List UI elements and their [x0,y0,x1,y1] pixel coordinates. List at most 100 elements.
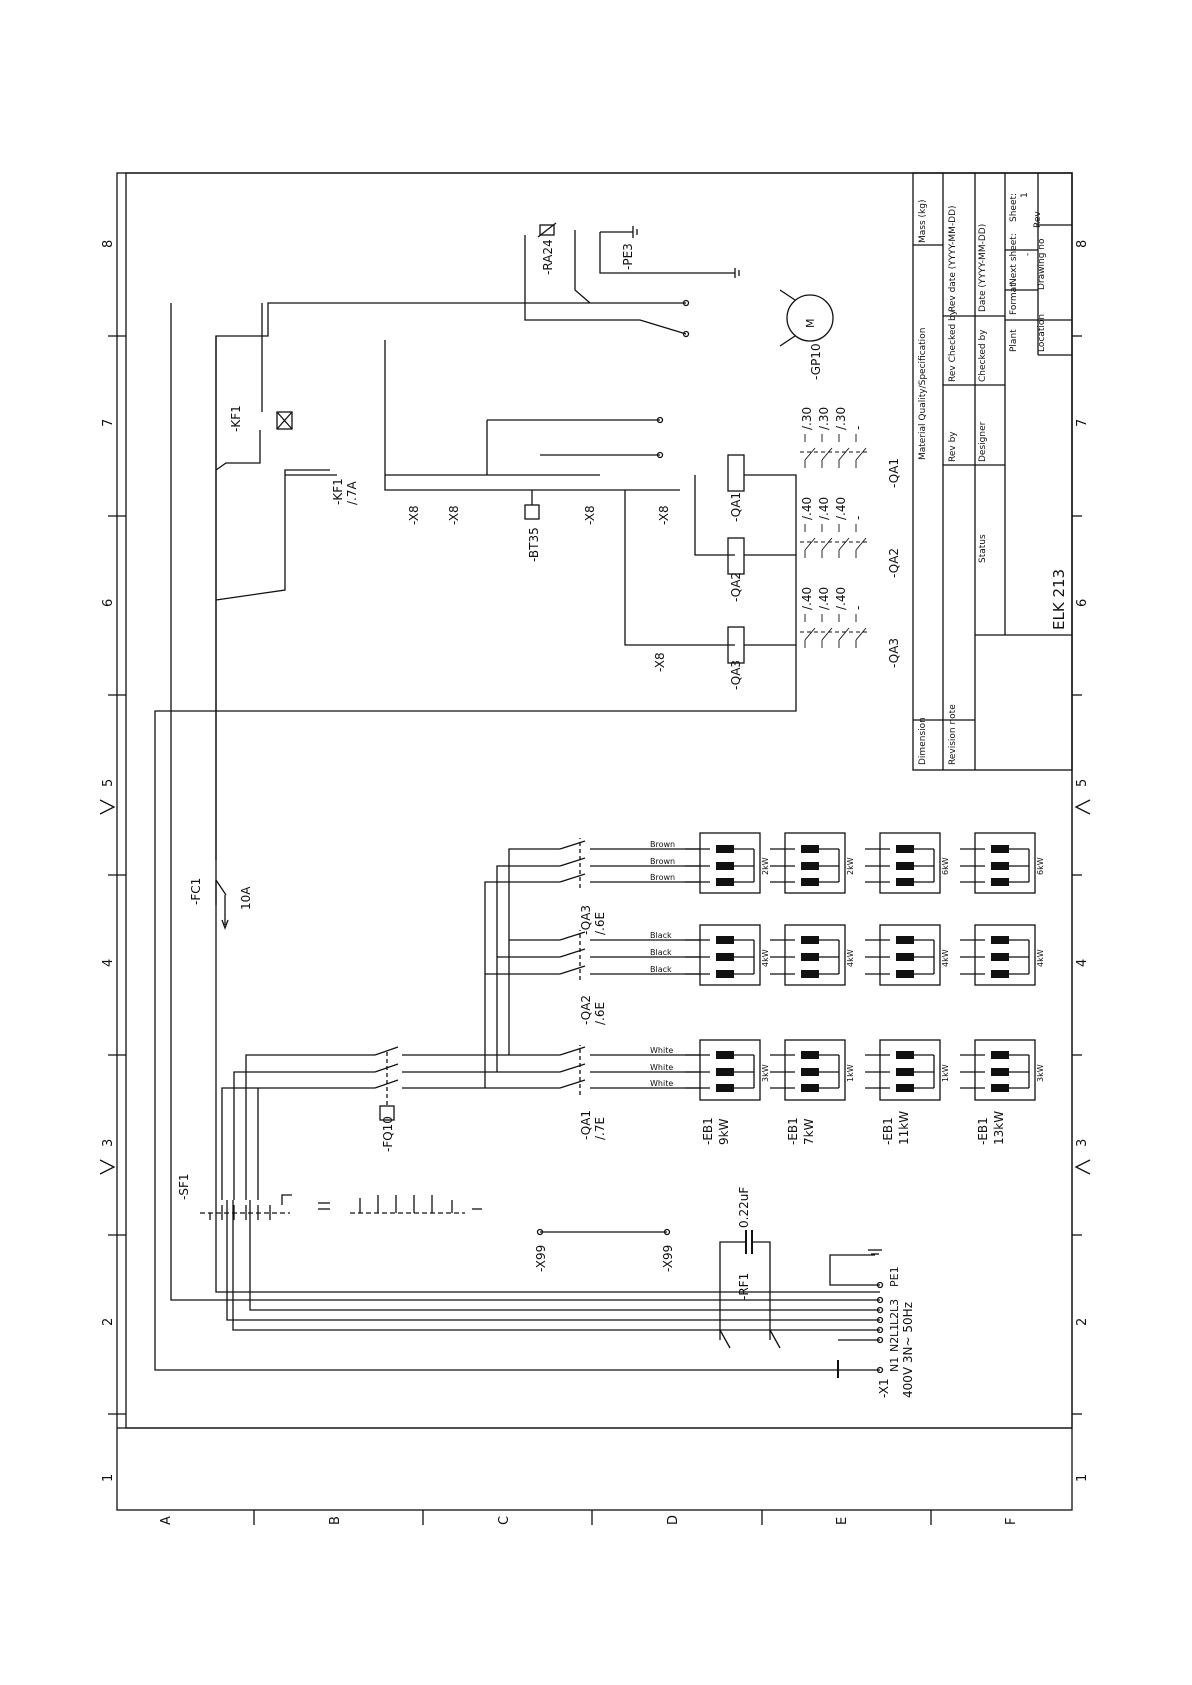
tb-drawing-name: ELK 213 [1050,569,1068,630]
contactor-ref: /.40 [834,587,848,610]
label-sf1: -SF1 [177,1174,191,1200]
label-x99a: -X99 [534,1245,548,1272]
label-coil-qa1: -QA1 [729,492,743,522]
tb-dimension: Dimension [918,717,928,765]
tb-format: Format [1009,283,1019,315]
label-x8-2: -X8 [447,505,461,525]
contactor-ref: /.40 [800,497,814,520]
supply-pin-n1: N1 [888,1357,901,1372]
contactor-ref: /.40 [817,587,831,610]
heater-name: -EB1 [881,1117,895,1145]
contactor-ref: /.30 [834,407,848,430]
contactor-ref: /.40 [800,587,814,610]
wire-color: White [650,1046,673,1055]
grid-col-right-3: 3 [1075,1139,1090,1147]
label-rf1: -RF1 [737,1273,751,1300]
tb-next-sheet-no: - [1023,253,1033,256]
wire-color: Brown [650,873,675,882]
label-supply: 400V 3N~ 50Hz [901,1302,915,1398]
label-coil-qa3: -QA3 [729,660,743,690]
tb-rev: Rev [1033,211,1043,228]
label-x1: -X1 [877,1378,891,1398]
supply-pin-l3: L3 [888,1299,901,1312]
heater-step: 4kW [761,949,770,967]
wire-color: White [650,1079,673,1088]
tb-rev-date: Rev date (YYYY-MM-DD) [948,205,958,312]
contactor-ref: /.30 [800,407,814,430]
grid-col-right-8: 8 [1075,240,1090,248]
svg-text:M: M [804,319,817,329]
tb-next-sheet: Next sheet: [1009,233,1019,285]
label-qa1: -QA1 [579,1110,593,1140]
tb-sheet-no: 1 [1020,192,1030,198]
heater-power: 9kW [717,1118,731,1145]
label-qa2: -QA2 [579,995,593,1025]
contactor-labels: /.30/.30/.30--QA1/.40/.40/.40--QA2/.40/.… [800,407,901,668]
label-x8-3: -X8 [583,505,597,525]
label-coil-qa2: -QA2 [729,572,743,602]
grid-col-left-2: 2 [101,1318,116,1326]
wires: M [154,222,884,1378]
heater-step: 4kW [1036,949,1045,967]
contactor-name: -QA2 [887,548,901,578]
supply-pin-n2: N2 [888,1337,901,1352]
wire-color: Brown [650,840,675,849]
wire-color: Black [650,948,672,957]
label-qa3: -QA3 [579,905,593,935]
label-gp10: -GP10 [809,343,823,380]
heater-step: 2kW [846,857,855,875]
heater-step: 4kW [941,949,950,967]
label-x99b: -X99 [661,1245,675,1272]
tb-sheet: Sheet: [1009,193,1019,222]
grid-col-left-4: 4 [101,959,116,967]
wire-color: White [650,1063,673,1072]
label-bt35: -BT35 [527,527,541,562]
heater-step: 6kW [1036,857,1045,875]
tb-material: Material Quality/Specification [918,328,928,460]
label-qa2-ref: /.6E [593,1002,607,1025]
label-x8-5: -X8 [653,652,667,672]
heater-step: 6kW [941,857,950,875]
grid-col-left-8: 8 [101,240,116,248]
tb-plant: Plant [1009,329,1019,352]
grid-row-E: E [835,1517,850,1525]
tb-mass: Mass (kg) [918,200,928,243]
contactor-ref: /.40 [817,497,831,520]
grid-col-right-2: 2 [1075,1318,1090,1326]
grid-col-right-7: 7 [1075,419,1090,427]
label-ra24: -RA24 [541,239,555,275]
grid-row-C: C [497,1516,512,1525]
grid-col-right-6: 6 [1075,599,1090,607]
contactor-ref: - [851,606,865,610]
wire-color: Brown [650,857,675,866]
heater-name: -EB1 [976,1117,990,1145]
drawing-frame [99,172,1091,1525]
grid-row-B: B [328,1516,343,1525]
label-x8-4: -X8 [657,505,671,525]
grid-col-left-1: 1 [101,1474,116,1482]
heater-name: -EB1 [786,1117,800,1145]
wire-color: Black [650,965,672,974]
supply-pin-l2: L2 [888,1312,901,1325]
tb-rev-checked: Rev Checked by [948,309,958,382]
tb-date: Date (YYYY-MM-DD) [978,224,988,312]
supply-pin-pe1: PE1 [888,1266,901,1287]
tb-designer: Designer [978,421,988,462]
tb-location: Location [1037,314,1047,352]
heater-step: 1kW [941,1064,950,1082]
label-fq10: -FQ10 [381,1116,395,1152]
grid-col-right-1: 1 [1075,1474,1090,1482]
label-pe3: -PE3 [621,243,635,270]
tb-rev-by: Rev by [948,431,958,462]
label-qa3-ref: /.6E [593,912,607,935]
contactor-ref: /.40 [834,497,848,520]
heater-step: 3kW [761,1064,770,1082]
title-block: Mass (kg) Material Quality/Specification… [912,172,1073,771]
label-rf1-value: 0.22uF [737,1187,751,1228]
tb-checked-by: Checked by [978,329,988,382]
